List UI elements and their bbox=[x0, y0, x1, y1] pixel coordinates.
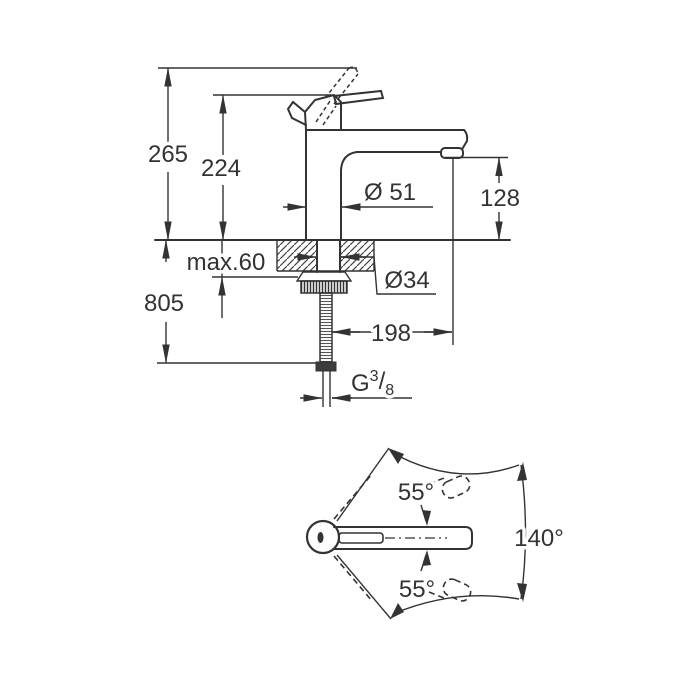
dimension-outlet-height: 128 bbox=[476, 157, 524, 241]
swivel-ray-lower bbox=[336, 554, 392, 620]
counter-hatch-left bbox=[277, 241, 317, 271]
spout-tip-dashed-upper bbox=[441, 475, 471, 499]
swivel-dashed-lower bbox=[333, 555, 373, 602]
top-view-body-slot bbox=[317, 532, 324, 543]
side-view: 265 224 Ø 51 128 max.60 bbox=[140, 66, 524, 407]
dimension-install-height: 805 bbox=[140, 239, 188, 364]
swivel-dashed-lower-lead bbox=[428, 591, 445, 599]
handle-lever bbox=[332, 89, 385, 106]
thread-prefix: G bbox=[351, 370, 370, 397]
top-view-lever bbox=[338, 532, 384, 544]
dimension-max-counter-label: max.60 bbox=[187, 249, 266, 276]
arc-connector-lower bbox=[392, 595, 520, 615]
angle-55-upper-label: 55° bbox=[398, 479, 434, 506]
stabilizing-washer bbox=[295, 271, 353, 282]
arc-arrow-lower-right bbox=[517, 583, 527, 602]
angle-55-lower-label: 55° bbox=[399, 576, 435, 603]
angle-55-upper: 55° bbox=[394, 476, 438, 526]
dimension-hole-diameter-label: Ø34 bbox=[384, 267, 429, 294]
top-view-faucet bbox=[305, 519, 473, 555]
angle-140: 140° bbox=[511, 522, 568, 556]
dimension-body-diameter: Ø 51 bbox=[283, 176, 433, 211]
dimension-max-counter: max.60 bbox=[183, 240, 269, 318]
dimension-spout-reach: 198 bbox=[331, 317, 453, 351]
dimension-thread: G3/8 bbox=[300, 365, 412, 403]
hose-connector bbox=[315, 361, 337, 372]
supply-hose bbox=[319, 292, 333, 363]
dimension-outlet-height-label: 128 bbox=[480, 185, 520, 212]
mounting-hardware bbox=[295, 239, 353, 407]
aerator bbox=[440, 147, 464, 159]
arc-arrow-upper-left bbox=[388, 448, 404, 464]
head-left-bump bbox=[286, 100, 307, 126]
dimension-body-diameter-label: Ø 51 bbox=[364, 179, 416, 206]
dimension-total-height: 265 bbox=[144, 67, 192, 241]
mounting-nut bbox=[300, 280, 348, 294]
head-hidden-line bbox=[315, 100, 331, 123]
swivel-arc-140 bbox=[388, 448, 527, 619]
arc-arrow-lower-left bbox=[390, 603, 404, 619]
faucet-side-outline bbox=[286, 93, 469, 241]
lever-raised-edge bbox=[324, 67, 350, 99]
dimension-spout-reach-label: 198 bbox=[371, 320, 411, 347]
lever-horizontal bbox=[332, 89, 385, 106]
spout-tip-dashed-lower bbox=[442, 578, 472, 602]
swivel-dashed-upper-lead bbox=[428, 477, 445, 485]
head-hidden-line-2 bbox=[322, 105, 337, 126]
dimension-total-height-label: 265 bbox=[148, 141, 188, 168]
top-view: 55° 55° 140° bbox=[305, 447, 568, 620]
swivel-dashed-upper bbox=[333, 473, 373, 520]
arc-arrow-upper-right bbox=[517, 462, 527, 481]
handle-lever-raised bbox=[324, 66, 359, 105]
angle-55-lower: 55° bbox=[395, 550, 439, 607]
spout-fillet bbox=[340, 151, 358, 171]
thread-numerator: 3 bbox=[370, 368, 379, 385]
counter-cross-section bbox=[154, 239, 511, 272]
dimension-spout-top-height: 224 bbox=[197, 94, 245, 241]
arc-connector-upper bbox=[390, 451, 520, 475]
angle-55-lower-arrow bbox=[422, 550, 431, 566]
dimension-spout-top-height-label: 224 bbox=[201, 155, 241, 182]
angle-55-upper-arrow bbox=[422, 510, 431, 526]
spout-end-cap bbox=[460, 129, 469, 152]
top-view-spout bbox=[333, 526, 473, 550]
thread-denominator: 8 bbox=[385, 382, 394, 399]
dimension-hole-diameter: Ø34 bbox=[294, 253, 436, 298]
dimension-install-height-label: 805 bbox=[144, 290, 184, 317]
counter-hatch-right bbox=[340, 241, 374, 271]
dimension-thread-label: G3/8 bbox=[351, 368, 394, 399]
angle-140-label: 140° bbox=[514, 525, 564, 552]
